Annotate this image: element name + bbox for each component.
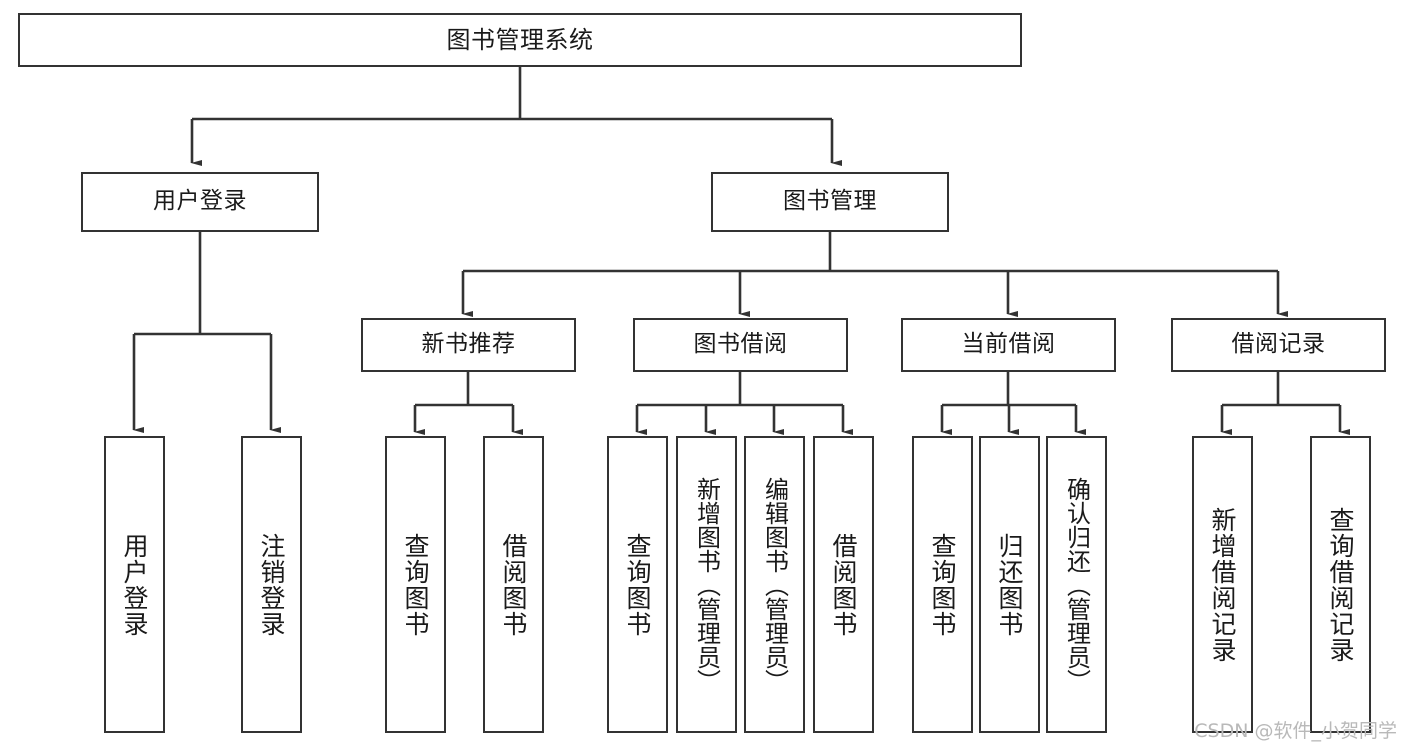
node-leaf-logout-login[interactable]: 注销登录: [241, 436, 302, 733]
node-leaf-query-book-2[interactable]: 查询图书: [607, 436, 668, 733]
node-user-login[interactable]: 用户登录: [81, 172, 319, 232]
node-leaf-query-book-3-label: 查询图书: [928, 532, 957, 637]
node-leaf-edit-book[interactable]: 编辑图书（管理员）: [744, 436, 805, 733]
node-leaf-return-book[interactable]: 归还图书: [979, 436, 1040, 733]
node-book-borrow[interactable]: 图书借阅: [633, 318, 848, 372]
node-leaf-borrow-book-1-label: 借阅图书: [499, 532, 528, 637]
node-new-book-recommend[interactable]: 新书推荐: [361, 318, 576, 372]
node-leaf-add-record[interactable]: 新增借阅记录: [1192, 436, 1253, 733]
csdn-watermark: CSDN @软件_小贺同学: [1194, 720, 1397, 742]
node-leaf-query-book-3[interactable]: 查询图书: [912, 436, 973, 733]
node-leaf-query-book-1[interactable]: 查询图书: [385, 436, 446, 733]
node-leaf-borrow-book-2[interactable]: 借阅图书: [813, 436, 874, 733]
node-leaf-query-book-2-label: 查询图书: [623, 532, 652, 637]
node-borrow-record[interactable]: 借阅记录: [1171, 318, 1386, 372]
node-leaf-edit-book-label: 编辑图书（管理员）: [760, 476, 789, 693]
node-root[interactable]: 图书管理系统: [18, 13, 1022, 67]
node-leaf-borrow-book-2-label: 借阅图书: [829, 532, 858, 637]
node-leaf-add-record-label: 新增借阅记录: [1208, 506, 1237, 663]
node-new-book-recommend-label: 新书推荐: [421, 331, 516, 358]
node-current-borrow[interactable]: 当前借阅: [901, 318, 1116, 372]
node-root-label: 图书管理系统: [446, 25, 594, 54]
node-leaf-confirm-return[interactable]: 确认归还（管理员）: [1046, 436, 1107, 733]
node-book-manage-label: 图书管理: [783, 188, 877, 215]
node-user-login-label: 用户登录: [153, 188, 247, 215]
node-leaf-confirm-return-label: 确认归还（管理员）: [1062, 476, 1091, 693]
node-leaf-user-login-label: 用户登录: [120, 532, 149, 637]
node-leaf-return-book-label: 归还图书: [995, 532, 1024, 637]
node-book-manage[interactable]: 图书管理: [711, 172, 949, 232]
node-borrow-record-label: 借阅记录: [1231, 331, 1326, 358]
node-leaf-user-login[interactable]: 用户登录: [104, 436, 165, 733]
node-leaf-add-book[interactable]: 新增图书（管理员）: [676, 436, 737, 733]
node-book-borrow-label: 图书借阅: [693, 331, 788, 358]
node-leaf-query-book-1-label: 查询图书: [401, 532, 430, 637]
node-leaf-logout-login-label: 注销登录: [257, 532, 286, 637]
node-leaf-add-book-label: 新增图书（管理员）: [692, 476, 721, 693]
node-leaf-borrow-book-1[interactable]: 借阅图书: [483, 436, 544, 733]
node-current-borrow-label: 当前借阅: [961, 331, 1056, 358]
node-leaf-query-record-label: 查询借阅记录: [1326, 506, 1355, 663]
node-leaf-query-record[interactable]: 查询借阅记录: [1310, 436, 1371, 733]
